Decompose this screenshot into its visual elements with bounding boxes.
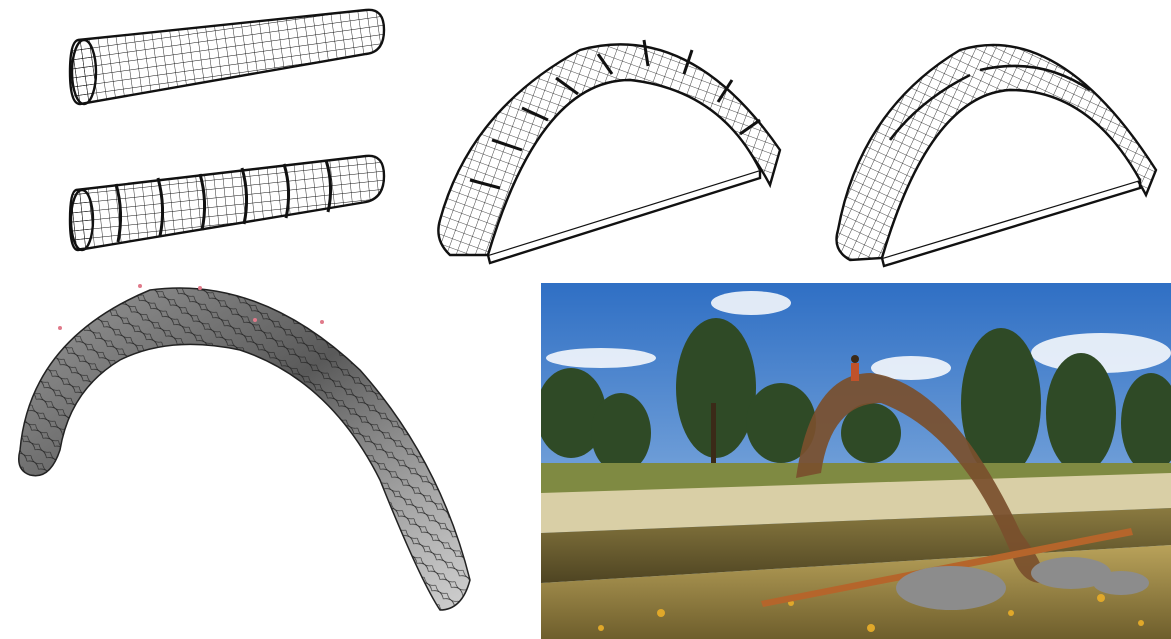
continuous-arch-drawing (830, 20, 1165, 270)
segmented-tube-panel (66, 150, 386, 260)
rendered-scene-image (541, 283, 1171, 639)
straight-tube-drawing (66, 6, 386, 116)
rendered-scene-panel (541, 283, 1171, 639)
woven-arch-drawing (0, 280, 480, 620)
straight-tube-panel (66, 6, 386, 116)
woven-arch-panel (0, 280, 480, 620)
segmented-tube-drawing (66, 150, 386, 260)
continuous-arch-panel (830, 20, 1165, 270)
segmented-arch-drawing (430, 10, 800, 265)
segmented-arch-panel (430, 10, 800, 265)
